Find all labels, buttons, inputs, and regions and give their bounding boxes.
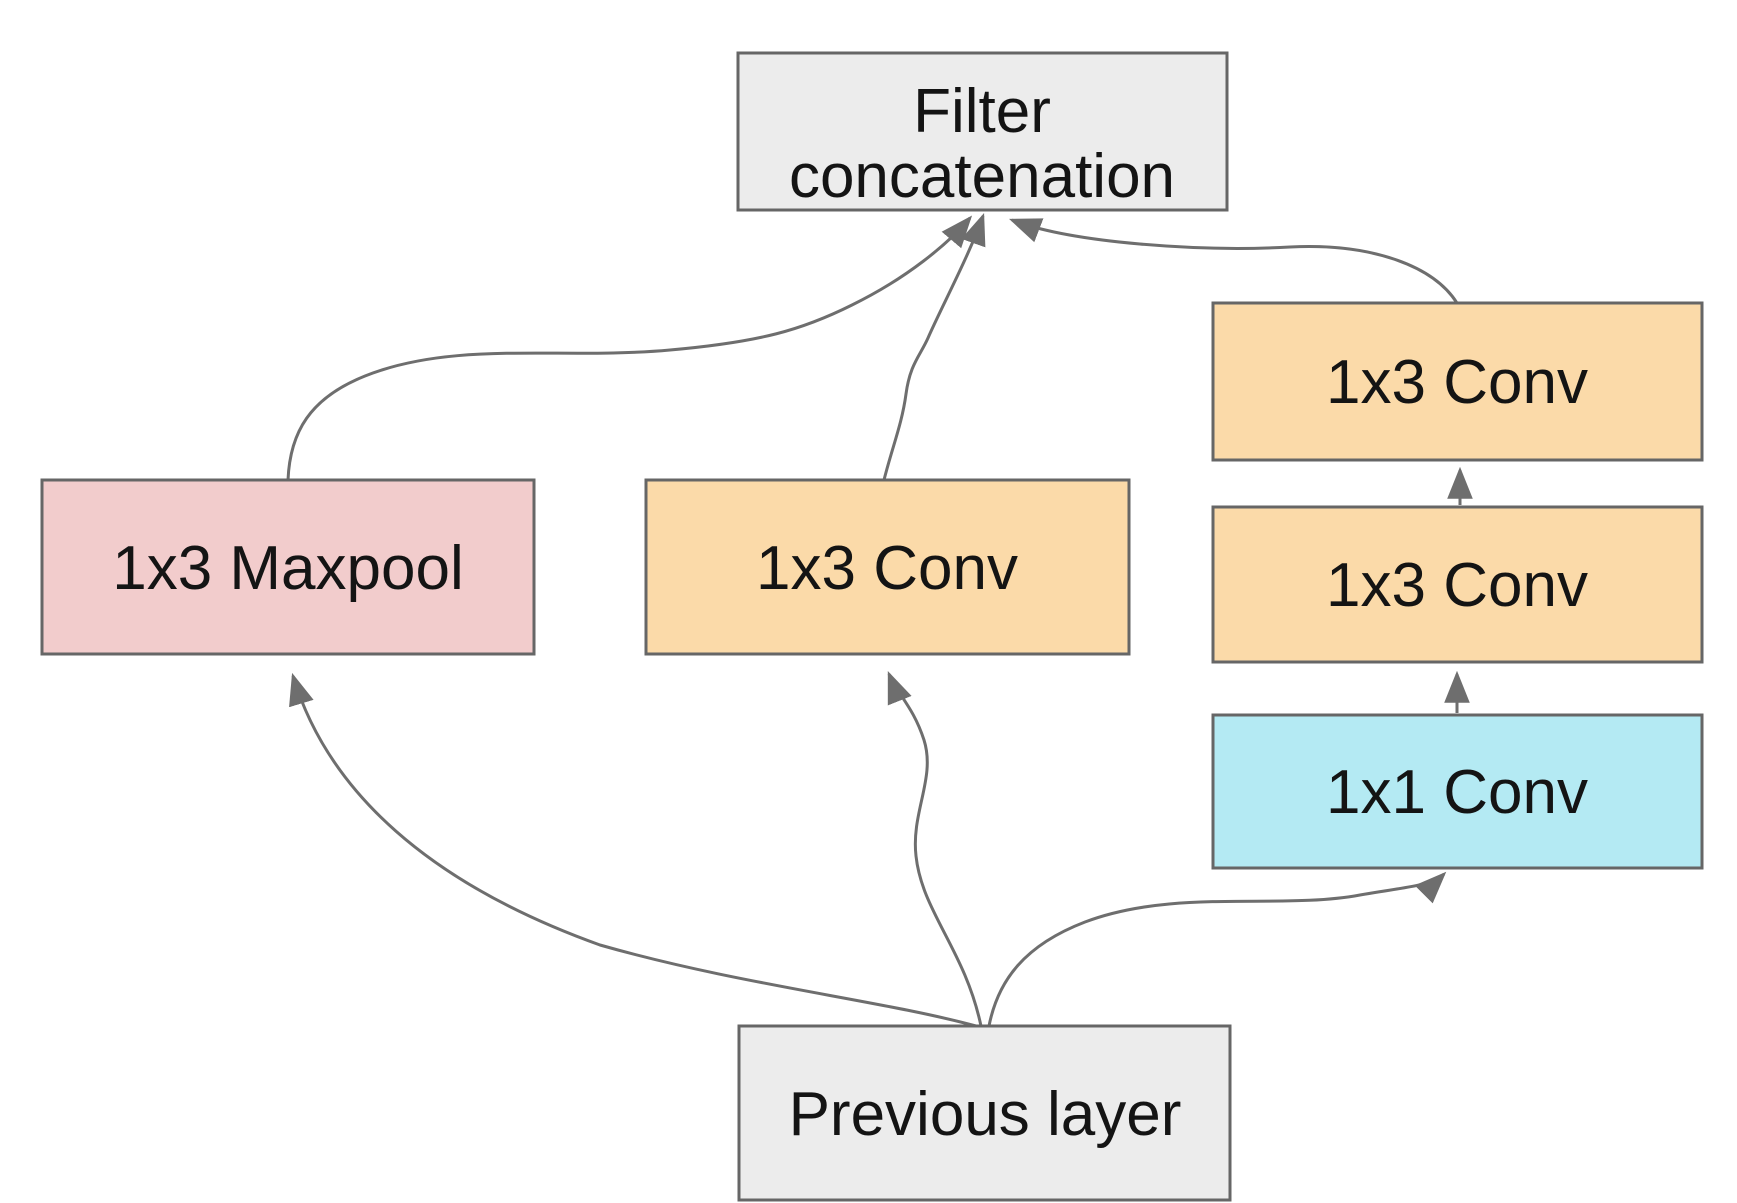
filter-concatenation-label-line1: Filter bbox=[913, 77, 1051, 146]
filter-concatenation-box bbox=[736, 51, 1229, 212]
conv-1x3-right-upper-box bbox=[1211, 301, 1704, 462]
node-maxpool-1x3: 1x3 Maxpool bbox=[40, 478, 536, 656]
conv-1x3-right-lower-box bbox=[1211, 505, 1704, 664]
previous-layer-label: Previous layer bbox=[789, 1080, 1182, 1149]
node-conv-1x3-middle: 1x3 Conv bbox=[644, 478, 1131, 656]
node-conv-1x3-right-lower: 1x3 Conv bbox=[1211, 505, 1704, 664]
node-filter-concatenation: Filter concatenation bbox=[736, 51, 1229, 212]
previous-layer-box bbox=[737, 1024, 1232, 1202]
conv-1x1-box bbox=[1211, 713, 1704, 870]
conv-1x1-label: 1x1 Conv bbox=[1326, 758, 1588, 827]
filter-concatenation-label-line2: concatenation bbox=[789, 142, 1175, 211]
conv-1x3-right-upper-label: 1x3 Conv bbox=[1326, 348, 1588, 417]
node-conv-1x1: 1x1 Conv bbox=[1211, 713, 1704, 870]
arrow-previous-to-maxpool bbox=[289, 672, 977, 1028]
arrow-previous-to-mid-conv bbox=[887, 671, 983, 1027]
connectors bbox=[286, 212, 1473, 1028]
conv-1x3-middle-label: 1x3 Conv bbox=[756, 534, 1018, 603]
arrow-mid-conv-to-filter bbox=[882, 212, 986, 481]
arrow-previous-to-1x1-conv bbox=[987, 871, 1447, 1027]
maxpool-label: 1x3 Maxpool bbox=[112, 534, 464, 603]
arrow-maxpool-to-filter bbox=[286, 215, 973, 481]
node-conv-1x3-right-upper: 1x3 Conv bbox=[1211, 301, 1704, 462]
arrow-right-top-conv-to-filter bbox=[1009, 218, 1459, 304]
conv-1x3-middle-box bbox=[644, 478, 1131, 656]
node-previous-layer: Previous layer bbox=[737, 1024, 1232, 1202]
conv-1x3-right-lower-label: 1x3 Conv bbox=[1326, 551, 1588, 620]
maxpool-box bbox=[40, 478, 536, 656]
